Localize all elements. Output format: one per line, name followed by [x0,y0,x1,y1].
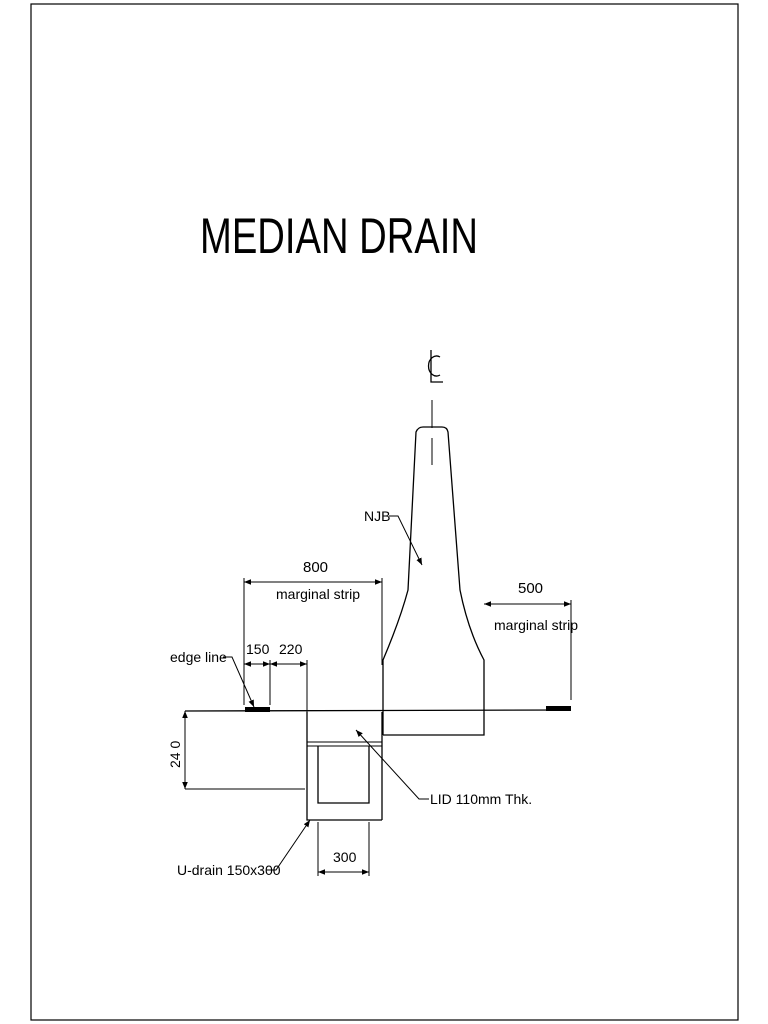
centerline-symbol: CL [427,350,443,465]
edge-line-marking-left [245,707,270,712]
depth-value: 24 0 [167,741,183,768]
right-strip-width: 500 [518,580,543,597]
u-drain-label: U-drain 150x300 [177,862,281,878]
left-strip-width: 800 [303,559,328,576]
depth-dimension: 24 0 [167,711,305,790]
lid-label: LID 110mm Thk. [430,791,532,807]
edge-line-callout: edge line [170,649,255,708]
left-strip-label: marginal strip [276,586,360,602]
edge-line-marking-right [546,706,571,711]
drain-width-dimension: 300 [317,822,370,876]
njb-callout: NJB [364,508,423,566]
offset-dimensions: 150 220 [244,641,308,712]
lid-callout: LID 110mm Thk. [355,729,532,807]
drawing-title: MEDIAN DRAIN [200,208,478,264]
njb-label: NJB [364,508,390,524]
right-strip-dimension: 500 marginal strip [484,580,578,700]
drain-offset: 220 [279,641,303,657]
u-drain [306,712,382,821]
left-strip-dimension: 800 marginal strip [243,559,383,705]
drain-width: 300 [333,849,357,865]
u-drain-callout: U-drain 150x300 [177,819,311,878]
njb-barrier [382,426,485,736]
edge-offset: 150 [246,641,270,657]
edge-line-label: edge line [170,649,227,665]
ground-line [184,709,571,712]
sheet-border [30,3,739,1021]
right-strip-label: marginal strip [494,617,578,633]
